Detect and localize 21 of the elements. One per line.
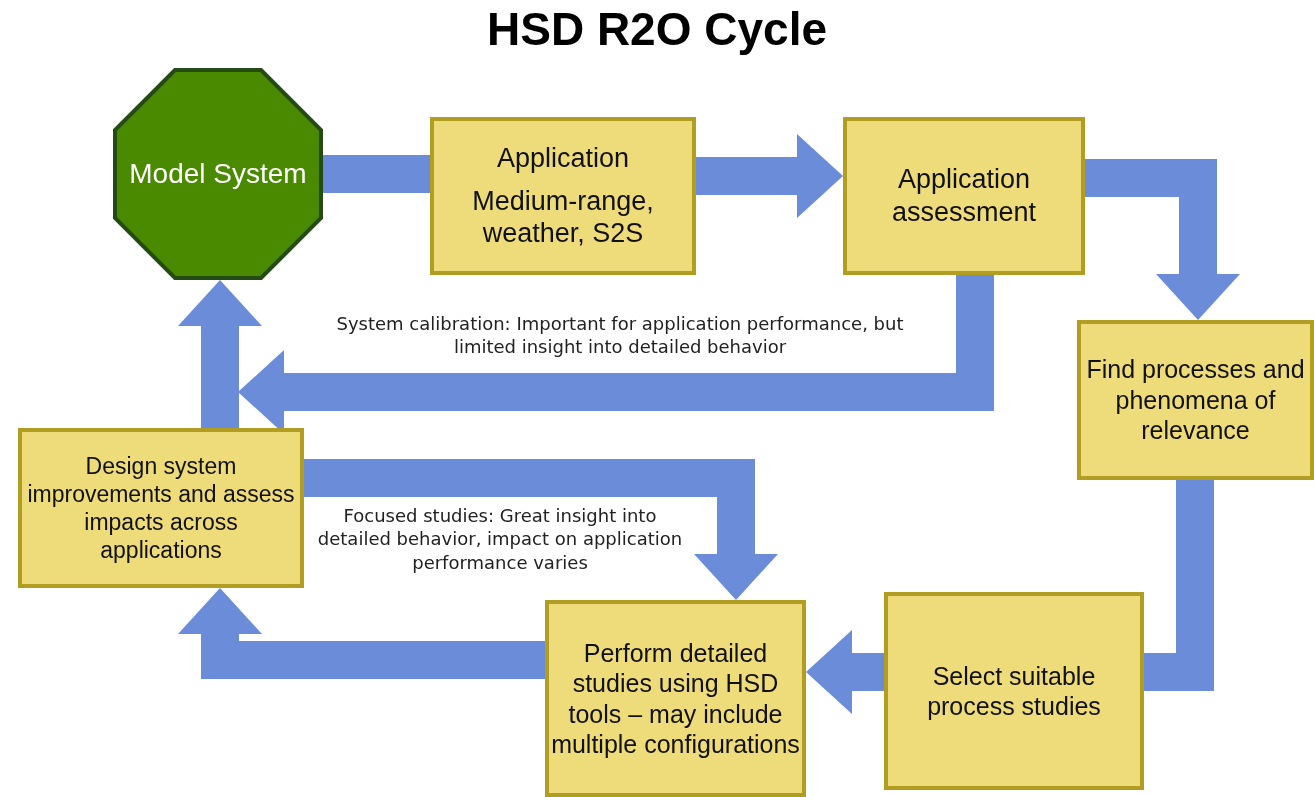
flow-arrow <box>178 588 545 679</box>
diagram-title: HSD R2O Cycle <box>486 2 828 56</box>
flow-arrow <box>696 134 843 218</box>
node-label: Select suitable process studies <box>926 660 1102 722</box>
node-label: Application assessment <box>890 163 1038 229</box>
node-label: Medium-range, weather, S2S <box>471 184 655 251</box>
process-box <box>843 117 1085 275</box>
process-box <box>545 600 806 797</box>
flow-arrow <box>178 280 262 428</box>
flow-arrow <box>806 630 884 714</box>
octagon-node <box>113 68 323 280</box>
node-label: Perform detailed studies using HSD tools – may include multiple configurations <box>550 637 801 760</box>
node-label: Model System <box>129 156 307 191</box>
flow-arrow <box>304 459 778 600</box>
process-box <box>18 428 304 588</box>
node-label: Find processes and phenomena of relevance <box>1085 354 1306 446</box>
box-heading: Application <box>496 141 630 175</box>
node-label: Design system improvements and assess impacts across applications <box>26 451 296 565</box>
process-box <box>884 592 1144 790</box>
process-box <box>1077 320 1314 480</box>
process-box <box>430 117 696 275</box>
